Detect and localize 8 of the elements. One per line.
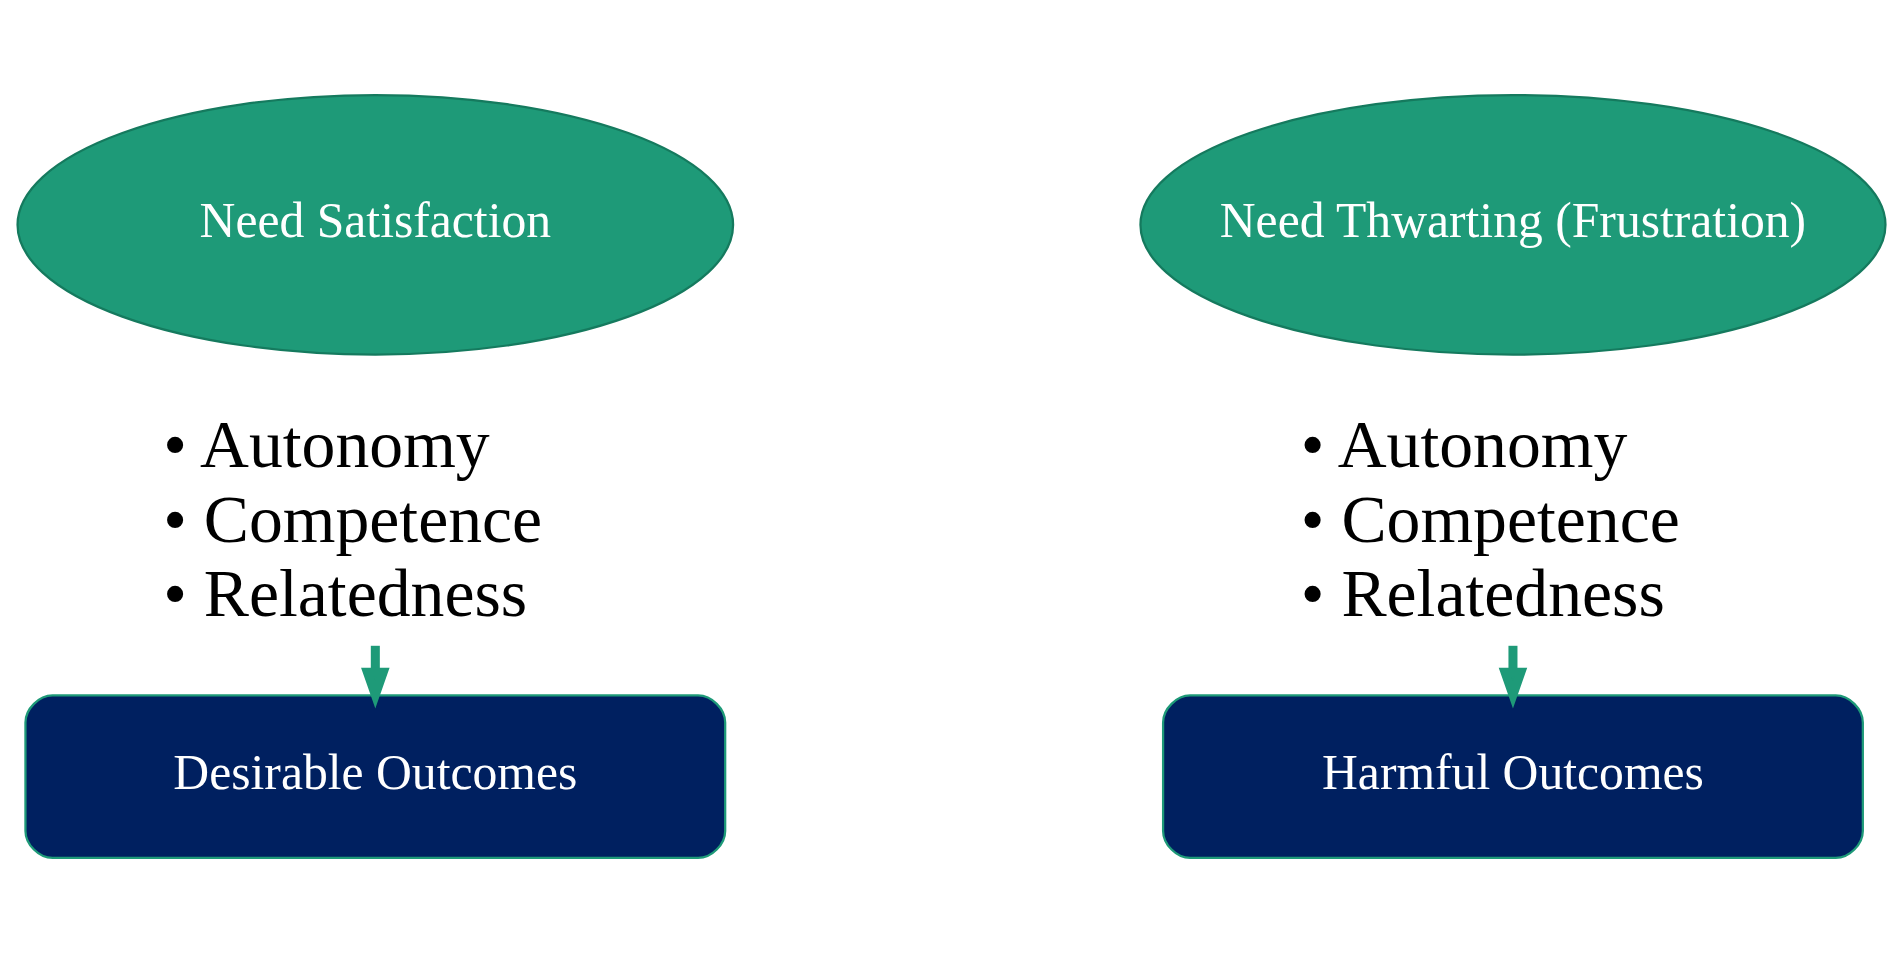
node-box: Desirable Outcomes bbox=[24, 694, 727, 860]
node-text: • Autonomy • Competence • Relatedness bbox=[163, 407, 543, 632]
node-text: • Autonomy • Competence • Relatedness bbox=[1300, 407, 1680, 632]
node-box: Harmful Outcomes bbox=[1161, 694, 1864, 860]
node-ellipse: Need Satisfaction bbox=[16, 93, 735, 356]
arrow bbox=[361, 645, 390, 709]
node-ellipse: Need Thwarting (Frustration) bbox=[1139, 93, 1887, 356]
arrow bbox=[1498, 645, 1528, 709]
